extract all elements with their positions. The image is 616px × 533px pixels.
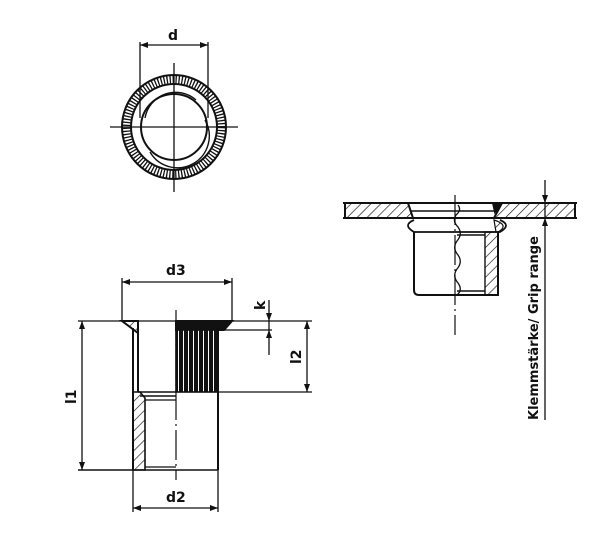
- dimension-d-label: d: [168, 28, 178, 44]
- grip-range-label: Klemmstärke/ Grip range: [527, 236, 542, 420]
- top-view: [110, 42, 238, 192]
- installed-view: [343, 180, 577, 420]
- dimension-k-label: k: [253, 300, 269, 310]
- dimension-l1-label: l1: [64, 389, 80, 404]
- dimension-l2-label: l2: [289, 349, 305, 364]
- dimension-d2-label: d2: [166, 490, 186, 506]
- section-view: [78, 278, 312, 512]
- dimension-d3-label: d3: [166, 263, 186, 279]
